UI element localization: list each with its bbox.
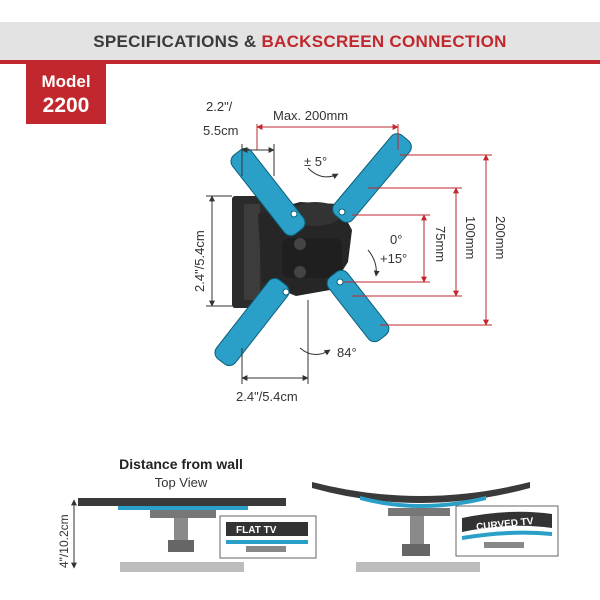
dimension-lines-dark	[206, 144, 380, 384]
dimension-lines	[256, 124, 492, 326]
curved-tv-view: CURVED TV	[312, 482, 559, 572]
offset-label-bottom: 5.5cm	[203, 123, 238, 138]
tilt-right-label-2: +15°	[380, 251, 407, 266]
model-label: Model	[41, 72, 91, 91]
depth-label: 4"/10.2cm	[57, 514, 71, 568]
tilt-right-label-1: 0°	[390, 232, 402, 247]
header-bar: SPECIFICATIONS & BACKSCREEN CONNECTION	[0, 22, 600, 64]
wall-subtitle: Top View	[155, 475, 208, 490]
vesa-screws	[282, 208, 346, 296]
plate-width-label: 2.4"/5.4cm	[236, 389, 298, 404]
offset-label-top: 2.2"/	[206, 99, 233, 114]
model-number: 2200	[42, 94, 90, 117]
model-badge: Model 2200	[26, 64, 106, 124]
plate-height-label: 2.4"/5.4cm	[192, 230, 207, 292]
flat-tv-label: FLAT TV	[236, 525, 277, 536]
dim-200-label: 200mm	[493, 216, 508, 259]
page-title: SPECIFICATIONS & BACKSCREEN CONNECTION	[0, 22, 600, 60]
dim-75-label: 75mm	[433, 226, 448, 262]
max-width-label: Max. 200mm	[273, 108, 348, 123]
rotation-label: 84°	[337, 345, 357, 360]
title-part-2: BACKSCREEN CONNECTION	[261, 32, 507, 51]
title-part-1: SPECIFICATIONS &	[93, 32, 262, 51]
dim-100-label: 100mm	[463, 216, 478, 259]
vesa-arms	[214, 133, 412, 367]
flat-tv-view: FLAT TV	[78, 498, 317, 572]
wall-title: Distance from wall	[119, 456, 243, 472]
tilt-top-label: ± 5°	[304, 154, 327, 169]
